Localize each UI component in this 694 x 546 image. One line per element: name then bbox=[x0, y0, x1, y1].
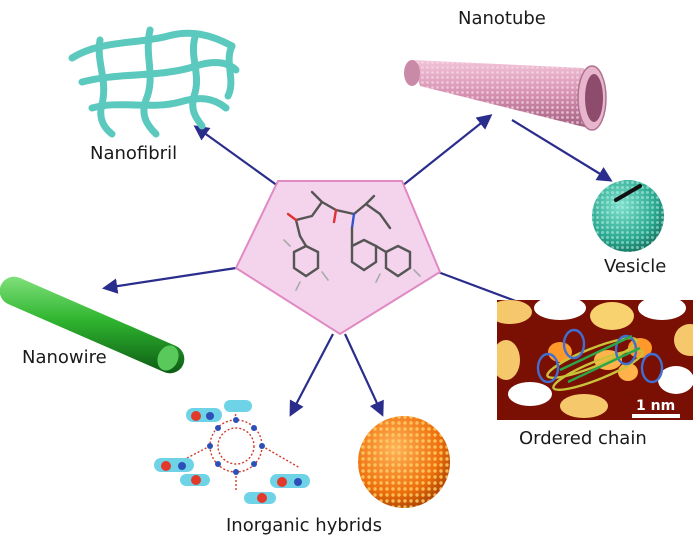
arrows bbox=[101, 114, 613, 417]
inorganic-sphere-image bbox=[358, 416, 450, 508]
arrow-to-hybrids-left bbox=[289, 333, 334, 417]
label-nanofibril: Nanofibril bbox=[90, 143, 178, 164]
inorganic-cluster-image bbox=[154, 399, 310, 504]
vesicle-image bbox=[592, 180, 664, 252]
arrow-to-hybrids-right bbox=[344, 333, 384, 417]
label-nanowire: Nanowire bbox=[22, 347, 107, 368]
arrow-to-vesicle bbox=[511, 119, 613, 182]
label-nanotube: Nanotube bbox=[458, 8, 546, 29]
arrow-to-nanotube bbox=[401, 114, 493, 187]
molecule-structure-icon bbox=[283, 190, 421, 291]
label-ordered-chain: Ordered chain bbox=[519, 428, 647, 449]
label-vesicle: Vesicle bbox=[604, 256, 667, 277]
nanowire-image bbox=[0, 276, 185, 374]
scale-bar-label: 1 nm bbox=[636, 398, 676, 414]
ligand-right bbox=[244, 474, 310, 504]
nanotube-image bbox=[404, 60, 607, 131]
pentagon bbox=[234, 180, 442, 336]
ligand-left bbox=[154, 458, 210, 486]
ordered-chain-image bbox=[497, 300, 693, 420]
ligand-top bbox=[186, 400, 252, 422]
nanofibril-image bbox=[68, 26, 240, 138]
arrow-to-nanofibril bbox=[193, 125, 279, 187]
label-inorganic-hybrids: Inorganic hybrids bbox=[226, 515, 382, 536]
central-molecule bbox=[234, 180, 442, 336]
arrow-to-nanowire bbox=[101, 266, 237, 294]
